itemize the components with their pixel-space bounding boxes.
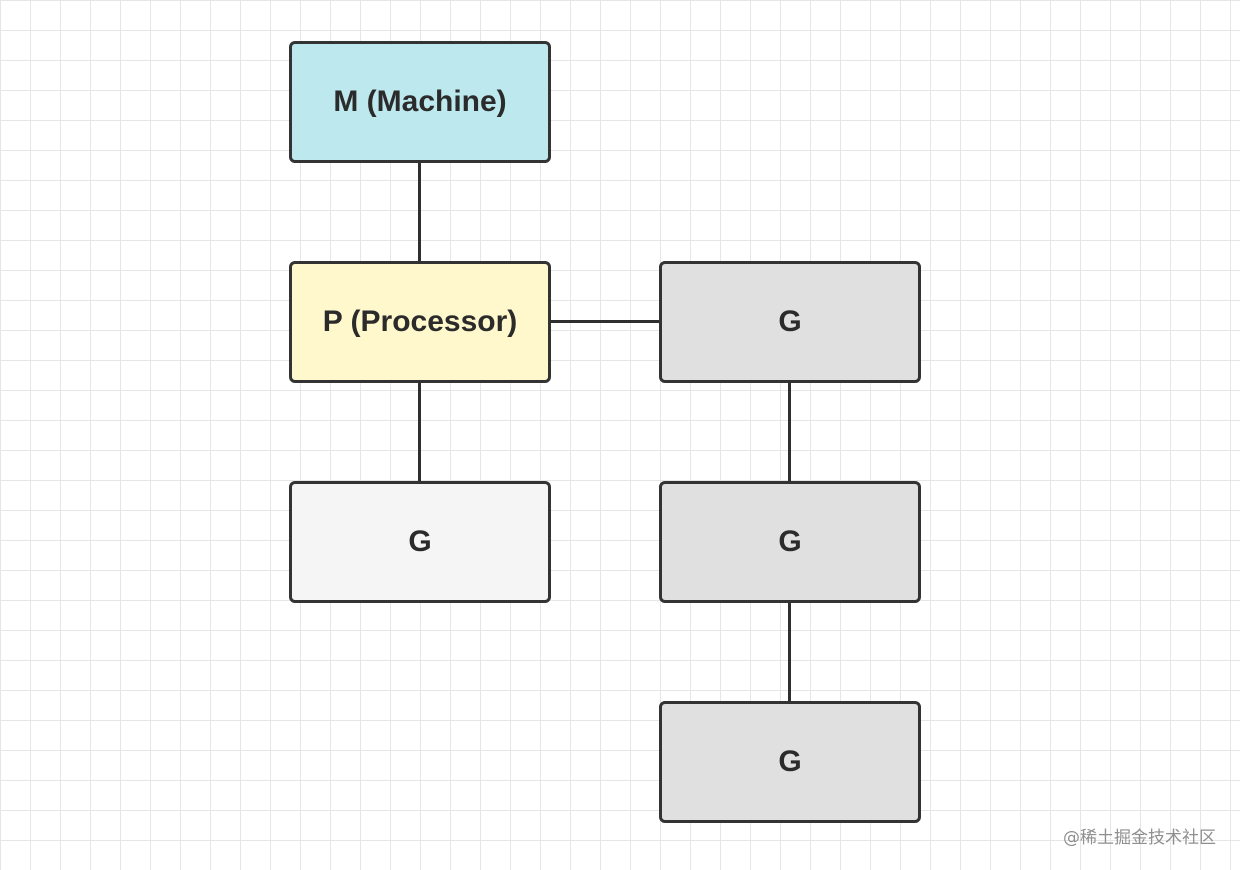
goroutine-queue-node-1[interactable]: G xyxy=(659,261,921,383)
machine-node-label: M (Machine) xyxy=(333,85,507,118)
processor-node-label: P (Processor) xyxy=(322,305,518,338)
processor-node[interactable]: P (Processor) xyxy=(289,261,551,383)
edge-processor-g-local xyxy=(418,380,421,483)
goroutine-queue-node-2[interactable]: G xyxy=(659,481,921,603)
machine-node[interactable]: M (Machine) xyxy=(289,41,551,163)
watermark: @稀土掘金技术社区 xyxy=(1063,828,1216,848)
edge-processor-g-queue-1 xyxy=(549,320,660,323)
goroutine-local-node-label: G xyxy=(408,525,432,558)
edge-g-queue-2-g-queue-3 xyxy=(788,600,791,703)
edge-g-queue-1-g-queue-2 xyxy=(788,380,791,483)
goroutine-queue-node-3-label: G xyxy=(778,745,802,778)
goroutine-queue-node-3[interactable]: G xyxy=(659,701,921,823)
goroutine-queue-node-1-label: G xyxy=(778,305,802,338)
goroutine-queue-node-2-label: G xyxy=(778,525,802,558)
goroutine-local-node[interactable]: G xyxy=(289,481,551,603)
edge-machine-processor xyxy=(418,160,421,263)
